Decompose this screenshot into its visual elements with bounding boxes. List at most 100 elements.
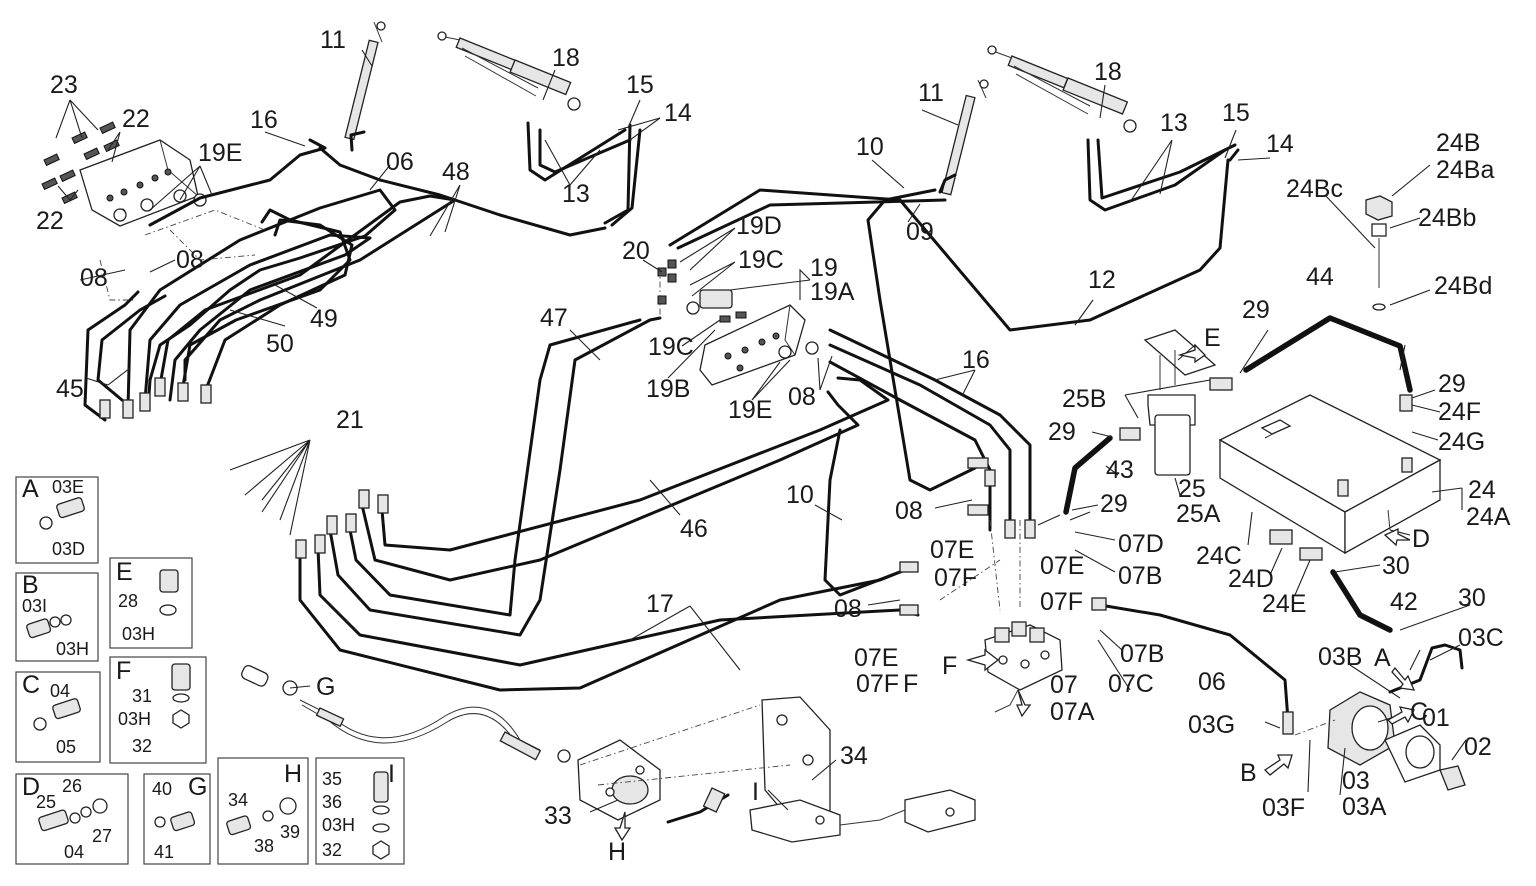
callout-24f: 24F xyxy=(1438,398,1481,426)
callout-07b: 07B xyxy=(1120,640,1164,668)
callout-07e-b: 07E xyxy=(1040,552,1084,580)
callout-03f: 03F xyxy=(1262,794,1305,822)
callout-30-lower: 30 xyxy=(1458,584,1486,612)
callout-24bd: 24Bd xyxy=(1434,272,1492,300)
callout-08-center: 08 xyxy=(788,383,816,411)
inset-g-part-2: 41 xyxy=(154,842,174,862)
callout-25a: 25A xyxy=(1176,500,1221,528)
reference-arrows xyxy=(613,343,1416,842)
callout-14: 14 xyxy=(664,99,692,127)
inset-i-part-4: 32 xyxy=(322,840,342,860)
inset-d-part-3: 04 xyxy=(64,842,84,862)
callout-g: G xyxy=(316,673,335,701)
callout-47: 47 xyxy=(540,304,568,332)
callout-42: 42 xyxy=(1390,588,1418,616)
callout-15: 15 xyxy=(626,71,654,99)
callout-03a: 03A xyxy=(1342,793,1387,821)
callout-22: 22 xyxy=(122,105,150,133)
callout-25b: 25B xyxy=(1062,385,1106,413)
callout-24bb: 24Bb xyxy=(1418,204,1476,232)
inset-i-letter: I xyxy=(388,760,395,788)
callout-22-lower: 22 xyxy=(36,207,64,235)
callout-01: 01 xyxy=(1422,704,1450,732)
callout-24ba: 24Ba xyxy=(1436,156,1494,184)
detail-inset-f: F 31 03H 32 xyxy=(109,656,207,764)
inset-f-part-1: 31 xyxy=(132,686,152,706)
right-steering-cylinder-11 xyxy=(941,79,989,196)
callout-20: 20 xyxy=(622,237,650,265)
callout-07f-c: 07F xyxy=(856,670,899,698)
tank-breather-24b xyxy=(1365,195,1393,311)
hydraulic-hoses xyxy=(83,121,1413,722)
callout-29-d: 29 xyxy=(1438,370,1466,398)
left-lift-cylinder-18 xyxy=(437,31,581,111)
callout-34: 34 xyxy=(840,742,868,770)
callout-29-a: 29 xyxy=(1048,418,1076,446)
callout-10: 10 xyxy=(856,133,884,161)
callout-48: 48 xyxy=(442,158,470,186)
inset-h-part-3: 39 xyxy=(280,822,300,842)
inset-e-part-2: 03H xyxy=(122,624,155,644)
callout-19e: 19E xyxy=(198,139,242,167)
detail-inset-g: G 40 41 xyxy=(143,773,211,865)
inset-i-part-1: 35 xyxy=(322,769,342,789)
control-lever-cable xyxy=(241,664,571,763)
inset-a-part-1: 03E xyxy=(52,477,84,497)
callout-02: 02 xyxy=(1464,733,1492,761)
control-valve-07 xyxy=(984,621,1063,713)
control-valve-handle-33 xyxy=(577,739,730,824)
callout-e: E xyxy=(1204,324,1221,352)
inset-e-letter: E xyxy=(116,558,133,586)
left-manifold-block xyxy=(41,121,207,227)
return-filter-25 xyxy=(1143,329,1217,476)
callout-16-right: 16 xyxy=(962,346,990,374)
callout-46: 46 xyxy=(680,515,708,543)
callout-12: 12 xyxy=(1088,266,1116,294)
callout-24g: 24G xyxy=(1438,428,1485,456)
callout-33: 33 xyxy=(544,802,572,830)
callout-25: 25 xyxy=(1178,475,1206,503)
callout-14-right: 14 xyxy=(1266,130,1294,158)
callout-06-lower: 06 xyxy=(1198,668,1226,696)
inset-d-part-2: 26 xyxy=(62,776,82,796)
detail-inset-b: B 03I 03H xyxy=(15,571,99,662)
callout-11: 11 xyxy=(320,26,346,54)
callout-24bc: 24Bc xyxy=(1286,175,1343,203)
callout-13-right: 13 xyxy=(1160,109,1188,137)
right-lift-cylinder-18 xyxy=(987,45,1137,133)
inset-g-part-1: 40 xyxy=(152,779,172,799)
callout-19c-lower: 19C xyxy=(648,333,694,361)
callout-24a: 24A xyxy=(1466,503,1511,531)
center-manifold-block xyxy=(657,259,819,386)
inset-d-part-1: 25 xyxy=(36,792,56,812)
callout-07a: 07A xyxy=(1050,698,1095,726)
callout-24: 24 xyxy=(1468,476,1496,504)
callout-07c: 07C xyxy=(1108,670,1154,698)
detail-inset-a: A 03E 03D xyxy=(15,475,99,564)
callout-19c: 19C xyxy=(738,246,784,274)
callout-24c: 24C xyxy=(1196,542,1242,570)
detail-inset-d: D 25 26 04 27 xyxy=(15,773,129,865)
inset-e-part-1: 28 xyxy=(118,591,138,611)
callout-19e-center: 19E xyxy=(728,396,772,424)
callout-49: 49 xyxy=(310,305,338,333)
assembly-lines xyxy=(99,209,1336,786)
callout-45: 45 xyxy=(56,375,84,403)
hydraulic-tank-24 xyxy=(1218,394,1442,555)
callout-09: 09 xyxy=(906,218,934,246)
inset-f-part-2: 03H xyxy=(118,709,151,729)
callout-19d: 19D xyxy=(736,212,782,240)
callout-29-c: 29 xyxy=(1100,490,1128,518)
callout-03c: 03C xyxy=(1458,624,1504,652)
callout-11-right: 11 xyxy=(918,79,944,107)
callout-d: D xyxy=(1412,525,1430,553)
callout-07f-b: 07F xyxy=(1040,588,1083,616)
callout-07f-a: 07F xyxy=(934,564,977,592)
callout-08-right: 08 xyxy=(176,246,204,274)
callout-17: 17 xyxy=(646,590,674,618)
inset-i-part-2: 36 xyxy=(322,792,342,812)
callout-03g: 03G xyxy=(1188,711,1235,739)
inset-i-part-3: 03H xyxy=(322,815,355,835)
